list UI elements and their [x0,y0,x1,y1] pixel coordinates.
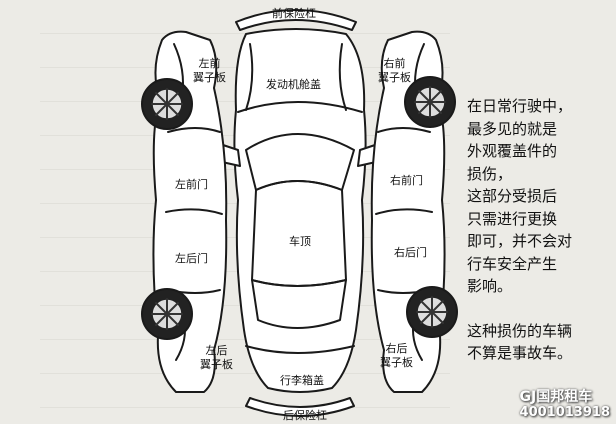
label-rear-bumper: 后保险杠 [283,409,327,422]
label-roof: 车顶 [289,235,311,248]
note-line: 只需进行更换 [467,209,558,228]
front-bumper-shape [235,9,357,31]
explanatory-note: 在日常行驶中， 最多见的就是 外观覆盖件的 损伤， 这部分受损后 只需进行更换 … [467,95,612,365]
label-right-front-door: 右前门 [390,174,423,187]
note-line: 这种损伤的车辆 [467,321,573,340]
car-body-top [233,28,367,393]
rear-bumper-shape [245,397,355,417]
note-line: 影响。 [467,277,513,295]
note-line: 这部分受损后 [467,187,558,205]
label-front-bumper: 前保险杠 [272,7,316,20]
trunk-edge [245,345,355,354]
watermark-brand: GJ国邦租车 [519,389,593,405]
note-line: 行车安全产生 [467,254,558,273]
label-hood: 发动机舱盖 [266,78,321,91]
note-line: 最多见的就是 [467,119,558,138]
label-right-rear-fender: 右后 翼子板 [380,342,413,369]
label-right-front-fender: 右前 翼子板 [378,57,411,84]
label-left-rear-fender: 左后 翼子板 [200,344,233,371]
wheel-right-front [404,76,456,128]
note-line: 即可，并不会对 [467,232,573,250]
label-right-rear-door: 右后门 [394,246,427,259]
watermark-phone: 4001013918 [519,405,610,420]
note-line: 不算是事故车。 [467,344,573,362]
hood-edge [237,101,363,113]
note-line: 外观覆盖件的 [467,142,558,160]
note-line: 损伤， [467,164,513,183]
wheel-right-rear [406,286,458,338]
label-trunk-lid: 行李箱盖 [280,374,324,387]
wheel-left-rear [141,288,193,340]
label-left-rear-door: 左后门 [175,252,208,265]
note-line: 在日常行驶中， [467,97,573,115]
rear-window [251,279,347,329]
wheel-left-front [141,78,193,130]
label-left-front-door: 左前门 [175,178,208,191]
label-left-front-fender: 左前 翼子板 [193,57,226,84]
watermark: GJ国邦租车 4001013918 [519,389,610,421]
